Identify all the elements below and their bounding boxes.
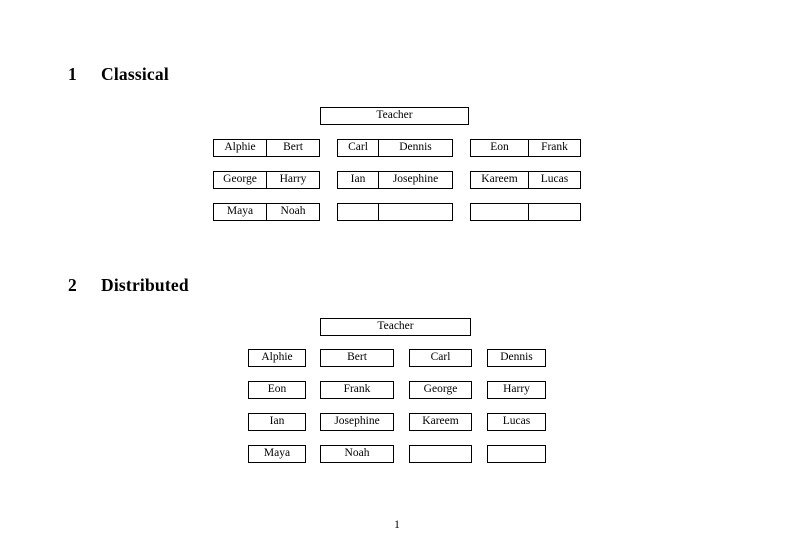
student-cell[interactable]: George [409, 381, 472, 399]
teacher-box-distributed[interactable]: Teacher [320, 318, 471, 336]
student-cell[interactable]: Bert [266, 139, 320, 157]
student-cell[interactable]: Harry [266, 171, 320, 189]
student-cell[interactable]: Carl [409, 349, 472, 367]
student-cell-empty[interactable] [378, 203, 453, 221]
student-cell[interactable]: George [213, 171, 267, 189]
student-cell[interactable]: Eon [470, 139, 529, 157]
student-cell[interactable]: Harry [487, 381, 546, 399]
student-cell-empty[interactable] [528, 203, 581, 221]
student-cell-empty[interactable] [337, 203, 379, 221]
student-cell[interactable]: Bert [320, 349, 394, 367]
section-heading-classical: 1 Classical [68, 64, 169, 85]
student-cell[interactable]: Josephine [378, 171, 453, 189]
section-title: Classical [101, 64, 169, 84]
student-cell[interactable]: Alphie [248, 349, 306, 367]
student-cell[interactable]: Frank [320, 381, 394, 399]
student-cell[interactable]: Dennis [378, 139, 453, 157]
student-cell[interactable]: Josephine [320, 413, 394, 431]
student-cell[interactable]: Lucas [487, 413, 546, 431]
student-cell[interactable]: Lucas [528, 171, 581, 189]
student-cell[interactable]: Ian [248, 413, 306, 431]
section-heading-distributed: 2 Distributed [68, 275, 189, 296]
student-cell[interactable]: Kareem [409, 413, 472, 431]
student-cell[interactable]: Carl [337, 139, 379, 157]
student-cell[interactable]: Maya [213, 203, 267, 221]
student-cell[interactable]: Maya [248, 445, 306, 463]
student-cell[interactable]: Noah [320, 445, 394, 463]
student-cell[interactable]: Noah [266, 203, 320, 221]
student-cell-empty[interactable] [409, 445, 472, 463]
section-title: Distributed [101, 275, 189, 295]
section-number: 1 [68, 64, 77, 84]
student-cell[interactable]: Eon [248, 381, 306, 399]
student-cell-empty[interactable] [470, 203, 529, 221]
student-cell[interactable]: Dennis [487, 349, 546, 367]
section-number: 2 [68, 275, 77, 295]
page-number: 1 [394, 519, 400, 531]
student-cell-empty[interactable] [487, 445, 546, 463]
student-cell[interactable]: Kareem [470, 171, 529, 189]
student-cell[interactable]: Frank [528, 139, 581, 157]
student-cell[interactable]: Ian [337, 171, 379, 189]
teacher-box-classical[interactable]: Teacher [320, 107, 469, 125]
student-cell[interactable]: Alphie [213, 139, 267, 157]
